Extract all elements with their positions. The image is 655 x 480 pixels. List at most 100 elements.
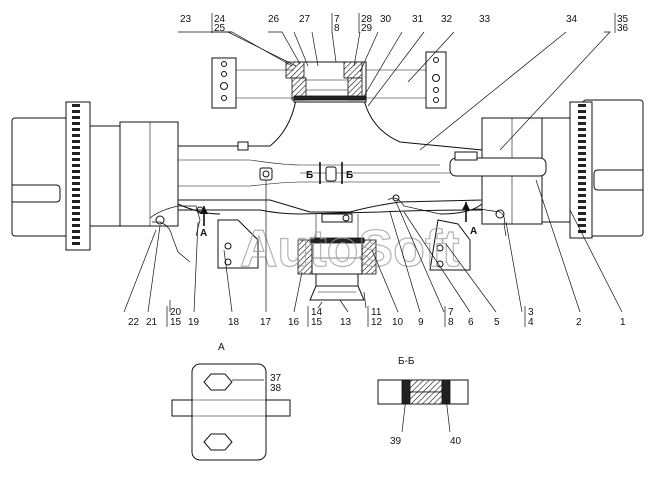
hub-fin [72,158,80,161]
hub-fin [72,212,80,215]
callout-17: 17 [260,317,272,328]
callout-21: 21 [146,317,158,328]
hub-fin [578,140,586,143]
callout-33: 33 [479,14,491,25]
hub-fin [72,170,80,173]
callout-31: 31 [412,14,424,25]
callout-1: 1 [620,317,626,328]
hub-fin [578,134,586,137]
lower-drive-assembly [149,194,507,301]
callout-32: 32 [441,14,453,25]
hub-fin [72,242,80,245]
hub-fin [72,194,80,197]
hub-fin [578,176,586,179]
callout-39: 39 [390,436,402,447]
hub-fin [578,116,586,119]
hub-fin [72,224,80,227]
hub-fin [578,170,586,173]
hub-fin [72,134,80,137]
hub-fin [578,206,586,209]
hub-fin [578,200,586,203]
hub-fin [72,236,80,239]
callout-38: 38 [270,383,282,394]
callout-28: 28 [361,14,373,25]
callout-26: 26 [268,14,280,25]
hub-fin [72,230,80,233]
callout-27: 27 [299,14,311,25]
callout-20: 20 [170,307,182,318]
hub-fin [578,182,586,185]
callout-12: 12 [371,317,383,328]
axle-housing [177,99,547,213]
section-a-arrows: A A [200,202,477,239]
watermark: AutoSoft [240,220,459,278]
hub-fin [72,200,80,203]
hub-fin [578,212,586,215]
callout-40: 40 [450,436,462,447]
callout-25: 25 [214,23,226,34]
left-wheel-hub [11,101,179,251]
view-a-title: A [218,342,225,353]
callout-29: 29 [361,23,373,34]
section-mark-b-right: Б [346,170,353,181]
bottom-leader-lines [123,179,623,313]
hub-fin [72,128,80,131]
upper-pivot-section [211,51,447,109]
callout-8-top: 8 [334,23,340,34]
hub-fin [578,188,586,191]
hub-fin [72,218,80,221]
hub-fin [72,110,80,113]
hub-fin [72,206,80,209]
callout-13: 13 [340,317,352,328]
hub-fin [578,146,586,149]
hub-fin [578,164,586,167]
detail-view-a: A 37 38 [171,342,291,461]
hub-fin [72,122,80,125]
hub-fin [72,188,80,191]
callout-37: 37 [270,373,282,384]
hub-fin [72,104,80,107]
view-bb-title: Б-Б [398,356,415,367]
hub-fin [72,116,80,119]
callout-35: 35 [617,14,629,25]
callout-24: 24 [214,14,226,25]
hub-fin [578,122,586,125]
callout-16: 16 [288,317,300,328]
bottom-callouts: 22 21 20 15 19 18 17 16 14 15 13 11 12 1… [128,306,626,328]
callout-14: 14 [311,307,323,318]
callout-18: 18 [228,317,240,328]
callout-8-bottom: 8 [448,317,454,328]
callout-5: 5 [494,317,500,328]
section-bb-marks: Б Б [306,162,353,184]
hub-fin [578,104,586,107]
callout-15-left: 15 [170,317,182,328]
hub-fin [72,152,80,155]
callout-7-bottom: 7 [448,307,454,318]
hub-fin [72,140,80,143]
callout-2: 2 [576,317,582,328]
hub-fin [72,146,80,149]
hub-fin [578,218,586,221]
callout-4: 4 [528,317,534,328]
callout-36: 36 [617,23,629,34]
callout-22: 22 [128,317,140,328]
callout-9: 9 [418,317,424,328]
callout-30: 30 [380,14,392,25]
hub-fin [578,194,586,197]
top-callouts: 23 24 25 26 27 7 8 28 29 30 31 32 33 34 … [180,13,629,34]
callout-10: 10 [392,317,404,328]
hub-fin [72,182,80,185]
callout-23: 23 [180,14,192,25]
hub-fin [72,164,80,167]
callout-34: 34 [566,14,578,25]
top-leader-lines [178,31,611,151]
section-mark-a-left: A [200,228,207,239]
hub-fin [72,176,80,179]
callout-19: 19 [188,317,200,328]
detail-view-bb: Б-Б 39 40 [377,356,469,447]
hub-fin [578,230,586,233]
hub-fin [578,158,586,161]
hub-fin [578,224,586,227]
callout-3: 3 [528,307,534,318]
